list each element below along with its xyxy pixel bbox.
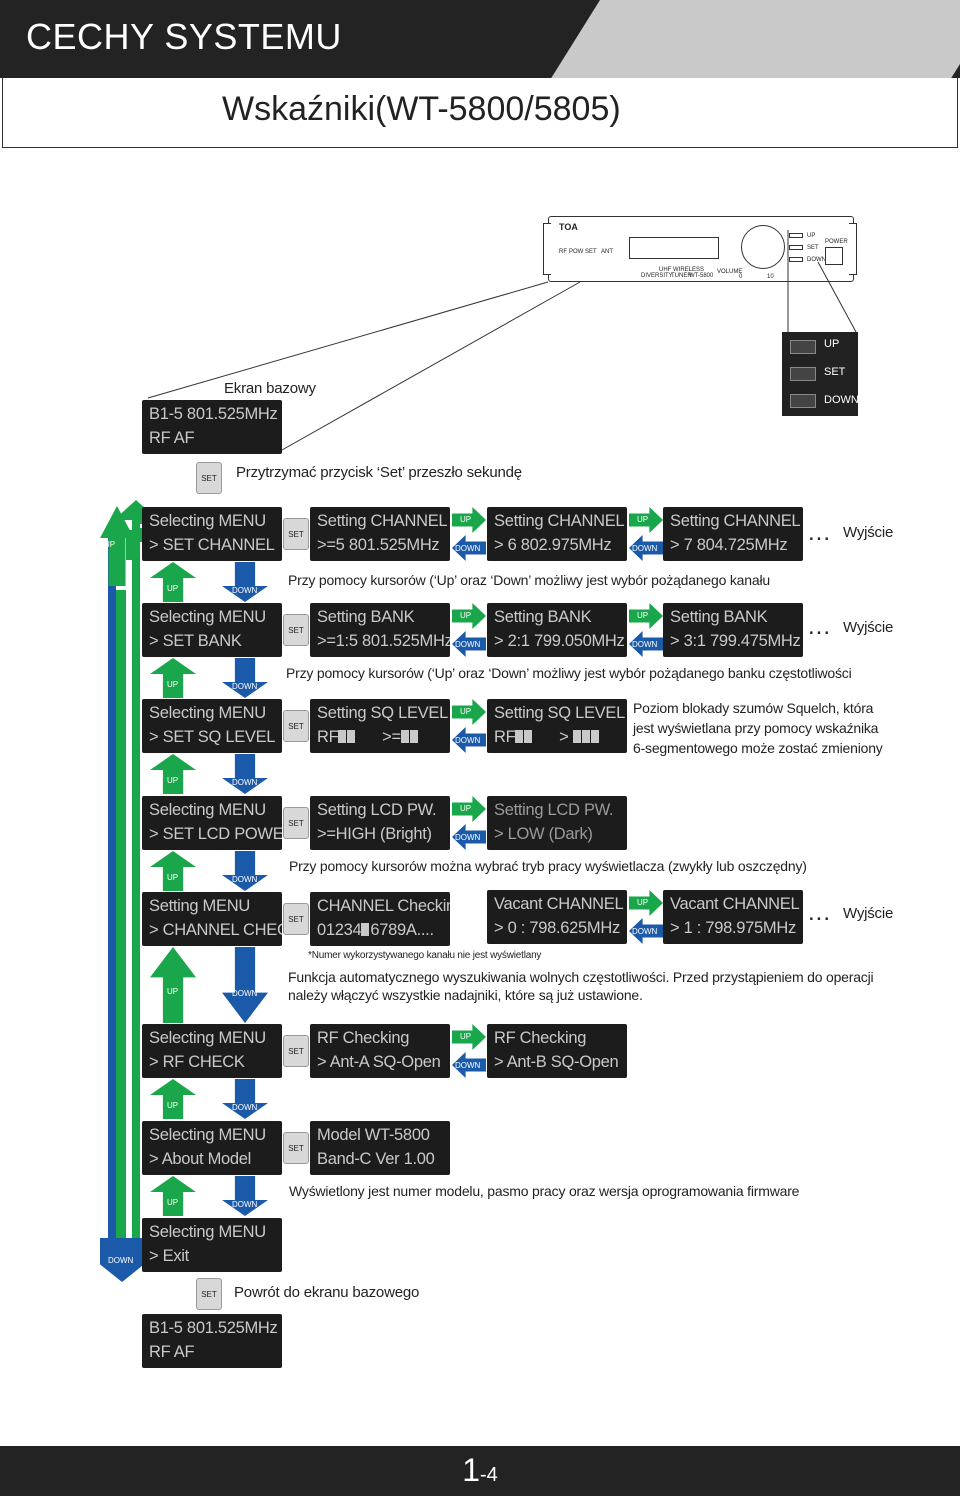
up-arrow [150,1176,196,1216]
exit-label: Wyjście [843,524,894,541]
hold-set-caption: Przytrzymać przycisk ‘Set’ przeszło seku… [236,464,522,481]
header-bar [0,0,960,78]
rf-checking-b: RF Checking> Ant-B SQ-Open [487,1024,627,1078]
setting-channel-next2: Setting CHANNEL> 7 804.725MHz [663,507,803,561]
set-key[interactable]: SET [283,1035,309,1067]
down-arrow [222,754,268,794]
set-key[interactable]: SET [196,462,222,494]
exit-label: Wyjście [843,619,894,636]
menu-set-lcd-power: Selecting MENU> SET LCD POWER [142,796,282,850]
up-arrow [150,851,196,891]
down-arrow [222,562,268,602]
rf-checking-a: RF Checking> Ant-A SQ-Open [310,1024,450,1078]
set-key[interactable]: SET [283,807,309,839]
setting-bank-next2: Setting BANK> 3:1 799.475MHz [663,603,803,657]
set-button[interactable] [790,367,816,381]
set-key[interactable]: SET [283,614,309,646]
note-exit: Powrót do ekranu bazowego [234,1284,420,1301]
down-arrow [222,1176,268,1216]
up-button[interactable] [790,340,816,354]
footnote-check: *Numer wykorzystywanego kanału nie jest … [308,950,542,961]
menu-rf-check: Selecting MENU> RF CHECK [142,1024,282,1078]
setting-lcd-next: Setting LCD PW.> LOW (Dark) [487,796,627,850]
device-brand: TOA [559,222,578,232]
exit-label: Wyjście [843,905,894,922]
menu-about-model: Selecting MENU> About Model [142,1121,282,1175]
rack-ear-right [849,223,857,275]
receiver-device-illustration: TOA RF POW SET ANT UHF WIRELESS DIVERSIT… [543,216,857,282]
note-lcd: Przy pomocy kursorów można wybrać tryb p… [289,858,807,874]
device-display [629,237,719,259]
up-arrow [150,1079,196,1119]
down-button[interactable] [790,394,816,408]
base-screen-caption: Ekran bazowy [224,380,316,397]
menu-exit: Selecting MENU> Exit [142,1218,282,1272]
setting-sq-next: Setting SQ LEVEL RF > [487,699,627,753]
menu-set-channel: Selecting MENU> SET CHANNEL [142,507,282,561]
set-key[interactable]: SET [196,1278,222,1310]
zoom-lines [147,230,857,451]
up-arrow [150,754,196,794]
base-screen-lcd: B1-5 801.525MHz RF AF [142,400,282,454]
down-arrow [222,1079,268,1119]
setting-channel-next: Setting CHANNEL> 6 802.975MHz [487,507,627,561]
set-key[interactable]: SET [283,518,309,550]
page-subtitle: Wskaźniki(WT-5800/5805) [222,90,621,128]
setting-sq-current: Setting SQ LEVEL RF >= [310,699,450,753]
setting-channel-current: Setting CHANNEL>=5 801.525MHz [310,507,450,561]
vacant-channel-0: Vacant CHANNEL> 0 : 798.625MHz [487,890,627,944]
power-button-illustration [825,247,843,265]
rack-ear-left [543,223,551,275]
menu-set-bank: Selecting MENU> SET BANK [142,603,282,657]
down-arrow [222,851,268,891]
set-key[interactable]: SET [283,1132,309,1164]
outer-green-line [116,590,126,1250]
volume-knob [741,225,785,269]
set-key[interactable]: SET [283,903,309,935]
button-panel-zoom: UP SET DOWN [782,332,859,416]
note-bank: Przy pomocy kursorów (‘Up’ oraz ‘Down’ m… [286,665,852,681]
page-number: 1-4 [462,1452,498,1488]
setting-bank-next: Setting BANK> 2:1 799.050MHz [487,603,627,657]
setting-bank-current: Setting BANK>=1:5 801.525MHz [310,603,450,657]
setting-lcd-current: Setting LCD PW.>=HIGH (Bright) [310,796,450,850]
note-channel: Przy pomocy kursorów (‘Up’ oraz ‘Down’ m… [288,572,770,588]
down-arrow [222,658,268,698]
vacant-channel-1: Vacant CHANNEL> 1 : 798.975MHz [663,890,803,944]
note-check: Funkcja automatycznego wyszukiwania woln… [288,969,874,1003]
menu-channel-check: Setting MENU> CHANNEL CHECK [142,892,282,946]
footer-bar [0,1446,960,1496]
page-title: CECHY SYSTEMU [26,16,342,57]
subtitle-box [2,78,958,148]
up-arrow [150,658,196,698]
up-arrow [150,562,196,602]
up-arrow [150,947,196,1023]
note-about: Wyświetlony jest numer modelu, pasmo pra… [289,1183,800,1199]
down-arrow [222,947,268,1023]
set-key[interactable]: SET [283,710,309,742]
menu-set-sq-level: Selecting MENU> SET SQ LEVEL [142,699,282,753]
